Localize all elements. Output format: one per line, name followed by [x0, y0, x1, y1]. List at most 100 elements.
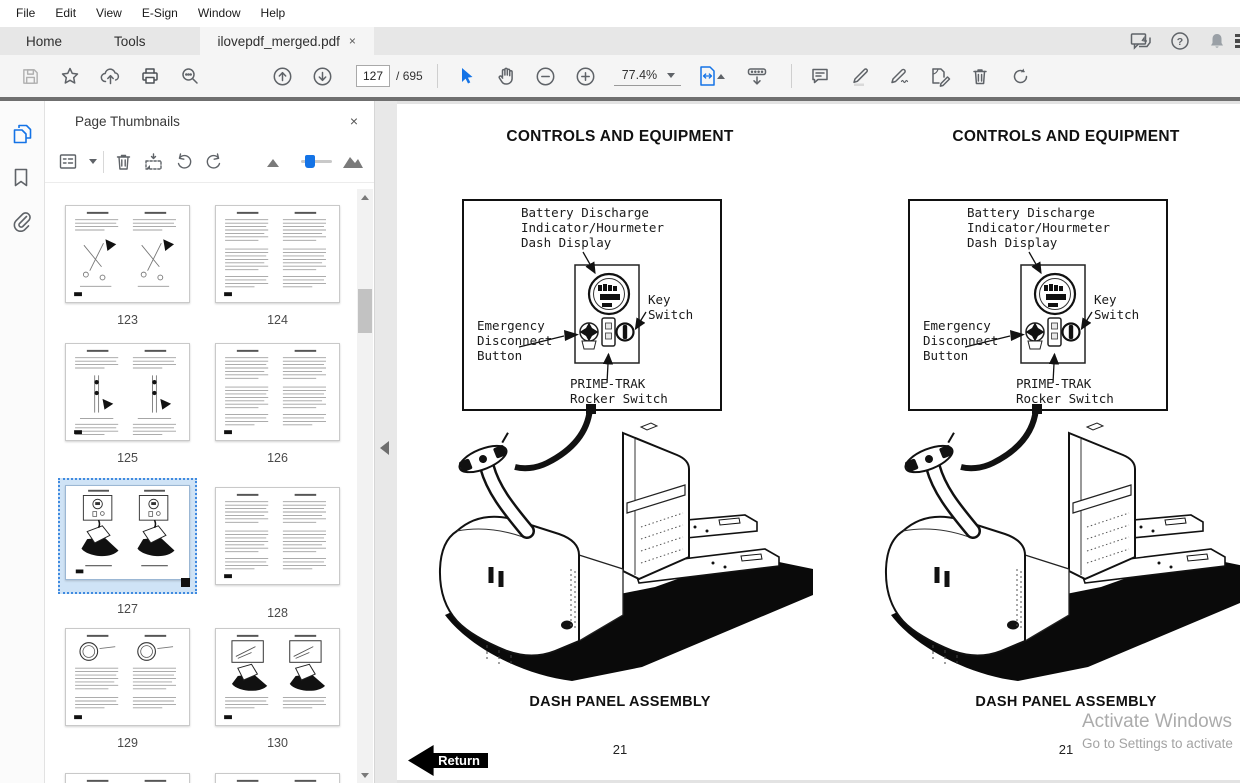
delete-page-icon[interactable] — [114, 152, 133, 172]
menu-esign[interactable]: E-Sign — [132, 0, 188, 27]
feedback-icon[interactable] — [1130, 32, 1152, 50]
page-number-input[interactable] — [356, 65, 390, 87]
tab-home[interactable]: Home — [0, 27, 88, 55]
rotate-left-icon[interactable] — [174, 152, 194, 172]
zoom-out-icon[interactable] — [531, 61, 561, 91]
overflow-menu-icon[interactable] — [1235, 34, 1240, 48]
tab-tools[interactable]: Tools — [88, 27, 172, 55]
scrollbar-thumb[interactable] — [358, 289, 372, 333]
rocker-switch-icon — [602, 318, 615, 346]
label-battery-2: Indicator/Hourmeter — [967, 220, 1110, 235]
thumbnail-image[interactable] — [215, 205, 340, 303]
menu-edit[interactable]: Edit — [45, 0, 86, 27]
watermark-line2: Go to Settings to activate — [1082, 736, 1240, 751]
attachments-rail-icon[interactable] — [12, 211, 31, 237]
label-emergency-1: Emergency — [923, 318, 991, 333]
selection-handle[interactable] — [181, 578, 190, 587]
label-rocker-2: Rocker Switch — [570, 391, 668, 406]
thumbnail-image[interactable] — [215, 628, 340, 726]
figure-caption: DASH PANEL ASSEMBLY — [843, 694, 1240, 710]
select-tool-icon[interactable] — [451, 61, 481, 91]
thumbnail-page-123[interactable]: 123 — [65, 205, 190, 327]
thumbnail-number: 130 — [215, 736, 340, 750]
menu-help[interactable]: Help — [251, 0, 296, 27]
page-thumbnails-rail-icon[interactable] — [12, 123, 33, 150]
search-icon[interactable] — [175, 61, 205, 91]
thumbnail-page-127-selected[interactable] — [58, 478, 197, 594]
watermark-line1: Activate Windows — [1082, 711, 1240, 733]
scrolling-mode-icon[interactable] — [742, 61, 772, 91]
thumbnail-page-124[interactable]: 124 — [215, 205, 340, 327]
panel-close-icon[interactable]: × — [350, 113, 358, 129]
fit-page-icon[interactable] — [694, 61, 732, 91]
print-icon[interactable] — [135, 61, 165, 91]
zoom-level-dropdown[interactable]: 77.4% — [614, 66, 681, 86]
close-tab-icon[interactable]: × — [349, 35, 356, 47]
panel-toolbar — [45, 141, 374, 183]
thumbnail-partial[interactable] — [65, 773, 190, 783]
thumbnail-size-slider[interactable] — [301, 160, 332, 163]
help-icon[interactable]: ? — [1170, 31, 1190, 51]
rotate-right-icon[interactable] — [204, 152, 224, 172]
chevron-down-icon[interactable] — [89, 159, 97, 164]
thumbnail-number: 129 — [65, 736, 190, 750]
delete-pages-icon[interactable] — [965, 61, 995, 91]
star-icon[interactable] — [55, 61, 85, 91]
thumbnail-page-130[interactable]: 130 — [215, 628, 340, 750]
zoom-in-thumbnails-icon[interactable] — [342, 153, 364, 170]
thumbnail-image[interactable] — [65, 628, 190, 726]
menu-view[interactable]: View — [86, 0, 132, 27]
thumbnail-options-icon[interactable] — [59, 153, 79, 171]
thumbnail-image[interactable] — [65, 485, 190, 580]
dash-panel-callout-diagram: Battery Discharge Indicator/Hourmeter Da… — [908, 199, 1168, 419]
label-emergency-2: Disconnect — [923, 333, 998, 348]
collapse-panel-icon[interactable] — [380, 441, 389, 455]
pallet-truck-illustration — [873, 419, 1240, 697]
menu-window[interactable]: Window — [188, 0, 251, 27]
bookmarks-rail-icon[interactable] — [12, 167, 30, 193]
scroll-up-icon[interactable] — [357, 189, 373, 205]
tab-document[interactable]: ilovepdf_merged.pdf × — [200, 27, 374, 55]
label-emergency-3: Button — [477, 348, 522, 363]
panel-title: Page Thumbnails — [75, 114, 350, 129]
hand-tool-icon[interactable] — [491, 61, 521, 91]
svg-text:?: ? — [1177, 36, 1183, 48]
zoom-in-icon[interactable] — [571, 61, 601, 91]
notification-bell-icon[interactable] — [1208, 32, 1226, 51]
next-page-icon[interactable] — [307, 61, 337, 91]
share-cloud-icon[interactable] — [95, 61, 125, 91]
thumbnail-image[interactable] — [65, 205, 190, 303]
thumbnail-page-126[interactable]: 126 — [215, 343, 340, 465]
rotate-icon[interactable] — [1005, 61, 1035, 91]
zoom-out-thumbnails-icon[interactable] — [265, 155, 281, 169]
thumbnail-page-128[interactable]: 128 — [215, 487, 340, 620]
highlight-icon[interactable] — [845, 61, 875, 91]
thumbnail-number: 123 — [65, 313, 190, 327]
pallet-truck-illustration — [427, 419, 817, 697]
slider-thumb[interactable] — [305, 155, 315, 168]
label-emergency-2: Disconnect — [477, 333, 552, 348]
comment-icon[interactable] — [805, 61, 835, 91]
thumbnail-image[interactable] — [65, 343, 190, 441]
scroll-down-icon[interactable] — [357, 767, 373, 783]
previous-page-icon[interactable] — [267, 61, 297, 91]
panel-resize-gutter — [375, 101, 397, 783]
document-tab-title: ilovepdf_merged.pdf — [218, 34, 340, 49]
rocker-switch-icon — [1048, 318, 1061, 346]
menu-file[interactable]: File — [6, 0, 45, 27]
label-key-1: Key — [648, 292, 671, 307]
thumbnail-number: 127 — [58, 602, 197, 616]
fill-sign-icon[interactable] — [885, 61, 915, 91]
edit-page-icon[interactable] — [925, 61, 955, 91]
thumbnail-scrollbar[interactable] — [357, 189, 373, 783]
label-rocker-2: Rocker Switch — [1016, 391, 1114, 406]
thumbnail-page-125[interactable]: 125 — [65, 343, 190, 465]
label-key-2: Switch — [648, 307, 693, 322]
thumbnail-image[interactable] — [215, 487, 340, 585]
thumbnail-page-129[interactable]: 129 — [65, 628, 190, 750]
document-viewport[interactable]: CONTROLS AND EQUIPMENT — [397, 101, 1240, 783]
save-icon[interactable] — [15, 61, 45, 91]
thumbnail-image[interactable] — [215, 343, 340, 441]
insert-page-icon[interactable] — [143, 152, 164, 172]
thumbnail-partial[interactable] — [215, 773, 340, 783]
